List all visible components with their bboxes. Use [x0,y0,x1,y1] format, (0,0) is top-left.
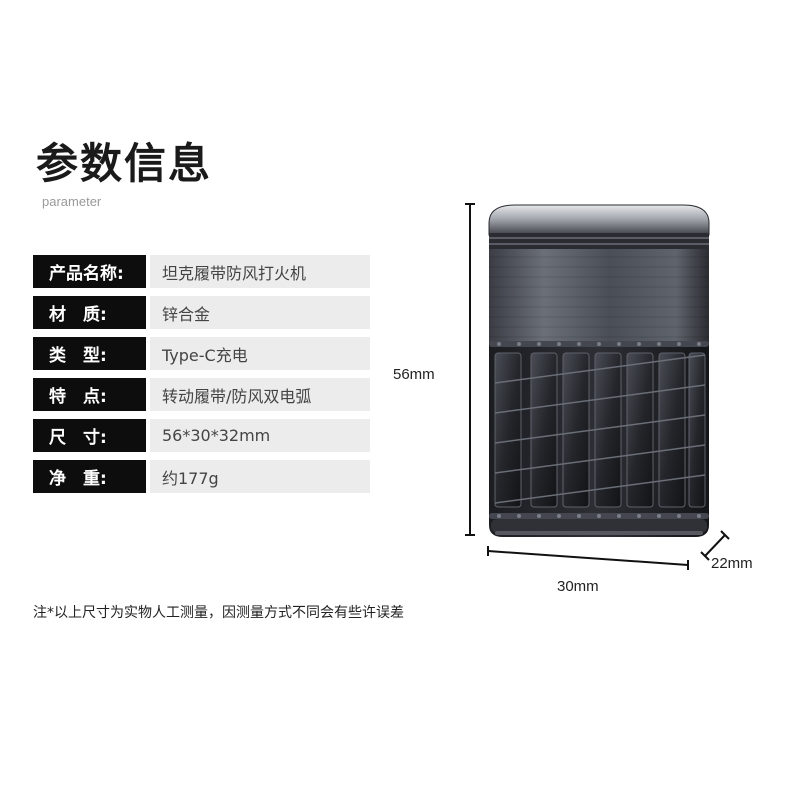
spec-table: 产品名称: 坦克履带防风打火机 材 质: 锌合金 类 型: Type-C充电 特… [33,255,370,501]
measurement-note: 注*以上尺寸为实物人工测量，因测量方式不同会有些许误差 [33,605,404,621]
spec-value: 锌合金 [150,296,370,329]
lighter-product-image [465,203,730,570]
depth-dimension-label: 22mm [711,555,753,572]
spec-label: 材 质: [33,296,146,329]
spec-label: 净 重: [33,460,146,493]
depth-dimension-line [700,530,730,561]
page-subtitle: parameter [42,194,102,209]
spec-value: Type-C充电 [150,337,370,370]
spec-row-size: 尺 寸: 56*30*32mm [33,419,370,452]
page-title: 参数信息 [36,139,213,188]
spec-value: 转动履带/防风双电弧 [150,378,370,411]
spec-row-features: 特 点: 转动履带/防风双电弧 [33,378,370,411]
spec-value: 约177g [150,460,370,493]
spec-value: 坦克履带防风打火机 [150,255,370,288]
width-dimension-line [487,546,689,570]
height-dimension-label: 56mm [393,366,435,383]
spec-label: 特 点: [33,378,146,411]
spec-row-type: 类 型: Type-C充电 [33,337,370,370]
spec-row-material: 材 质: 锌合金 [33,296,370,329]
height-dimension-line [465,203,475,536]
width-dimension-label: 30mm [557,578,599,595]
spec-row-name: 产品名称: 坦克履带防风打火机 [33,255,370,288]
spec-label: 产品名称: [33,255,146,288]
spec-row-weight: 净 重: 约177g [33,460,370,493]
spec-value: 56*30*32mm [150,419,370,452]
spec-label: 类 型: [33,337,146,370]
spec-label: 尺 寸: [33,419,146,452]
